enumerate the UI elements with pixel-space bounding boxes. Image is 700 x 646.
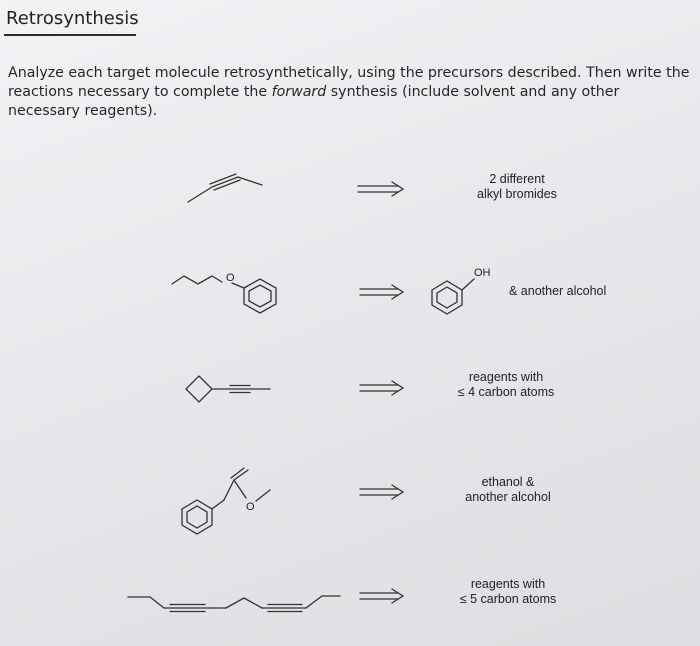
precursor-label-3-line2: ≤ 4 carbon atoms — [457, 385, 555, 399]
instructions-emphasis: forward — [271, 84, 327, 100]
instructions-text-start: Analyze each target molecule retrosynthe… — [8, 65, 690, 100]
precursor-label-4-line1: ethanol & — [481, 475, 535, 489]
retro-arrow-5 — [359, 588, 405, 604]
precursor-label-4-line2: another alcohol — [465, 490, 551, 504]
precursor-label-4: ethanol & another alcohol — [452, 475, 564, 505]
page-title: Retrosynthesis — [6, 8, 139, 29]
precursor-phenol — [431, 278, 475, 315]
retro-arrow-3 — [359, 380, 405, 396]
target-molecule-2 — [171, 275, 277, 314]
target-molecule-5 — [127, 595, 341, 613]
instructions: Analyze each target molecule retrosynthe… — [8, 64, 694, 121]
precursor-label-3-line1: reagents with — [468, 370, 544, 384]
retro-arrow-2 — [359, 284, 405, 300]
hydroxyl-group-label: OH — [474, 267, 491, 279]
precursor-label-5: reagents with ≤ 5 carbon atoms — [448, 577, 568, 607]
precursor-label-1-line1: 2 different — [489, 172, 545, 186]
precursor-label-5-line2: ≤ 5 carbon atoms — [459, 592, 557, 606]
oxygen-atom-label-4: O — [246, 501, 255, 513]
precursor-label-5-line1: reagents with — [470, 577, 546, 591]
target-molecule-3 — [185, 375, 271, 403]
retro-arrow-1 — [357, 181, 405, 197]
precursor-label-1-line2: alkyl bromides — [477, 187, 557, 201]
precursor-label-1: 2 different alkyl bromides — [462, 172, 572, 202]
oxygen-atom-label-2: O — [226, 272, 235, 284]
retro-arrow-4 — [359, 484, 405, 500]
precursor-label-2: & another alcohol — [509, 284, 659, 299]
title-underline — [4, 34, 136, 36]
target-molecule-1 — [187, 173, 263, 203]
precursor-label-3: reagents with ≤ 4 carbon atoms — [440, 370, 572, 400]
target-molecule-4 — [181, 467, 271, 535]
precursor-label-2-line1: & another alcohol — [509, 284, 607, 298]
instructions-text-end: synthesis (include solvent and any other… — [8, 84, 620, 119]
